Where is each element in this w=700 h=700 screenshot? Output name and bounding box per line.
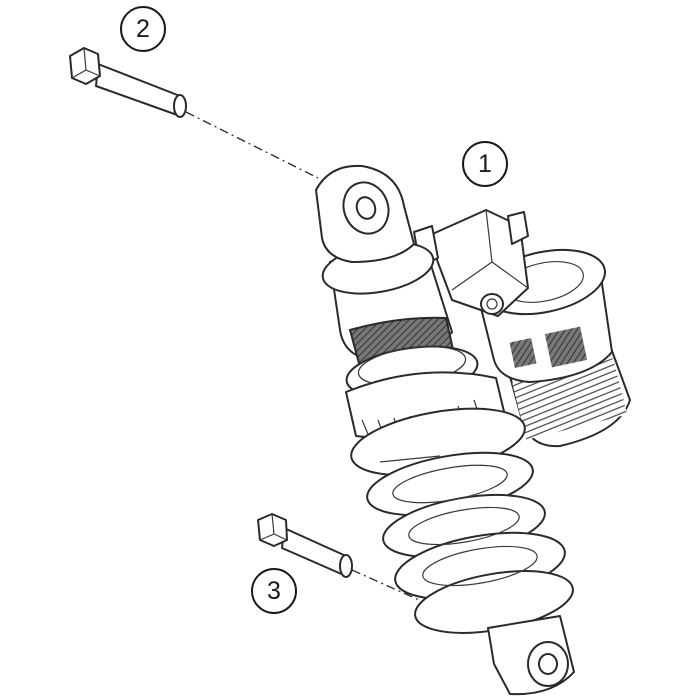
upper-eye [315, 164, 415, 263]
assembly-lines [185, 111, 429, 605]
callout-1-shock-absorber: 1 [462, 141, 508, 187]
shock-absorber [315, 164, 631, 696]
reservoir [477, 248, 631, 448]
coil-spring [350, 407, 574, 634]
lower-bolt [257, 513, 353, 578]
upper-bolt [69, 47, 187, 118]
callout-3-lower-bolt: 3 [251, 568, 297, 614]
lower-clevis [487, 615, 575, 696]
upper-bolt-axis-line [185, 111, 319, 179]
lower-bolt-axis-line [351, 569, 429, 605]
callout-2-upper-bolt: 2 [120, 6, 166, 52]
